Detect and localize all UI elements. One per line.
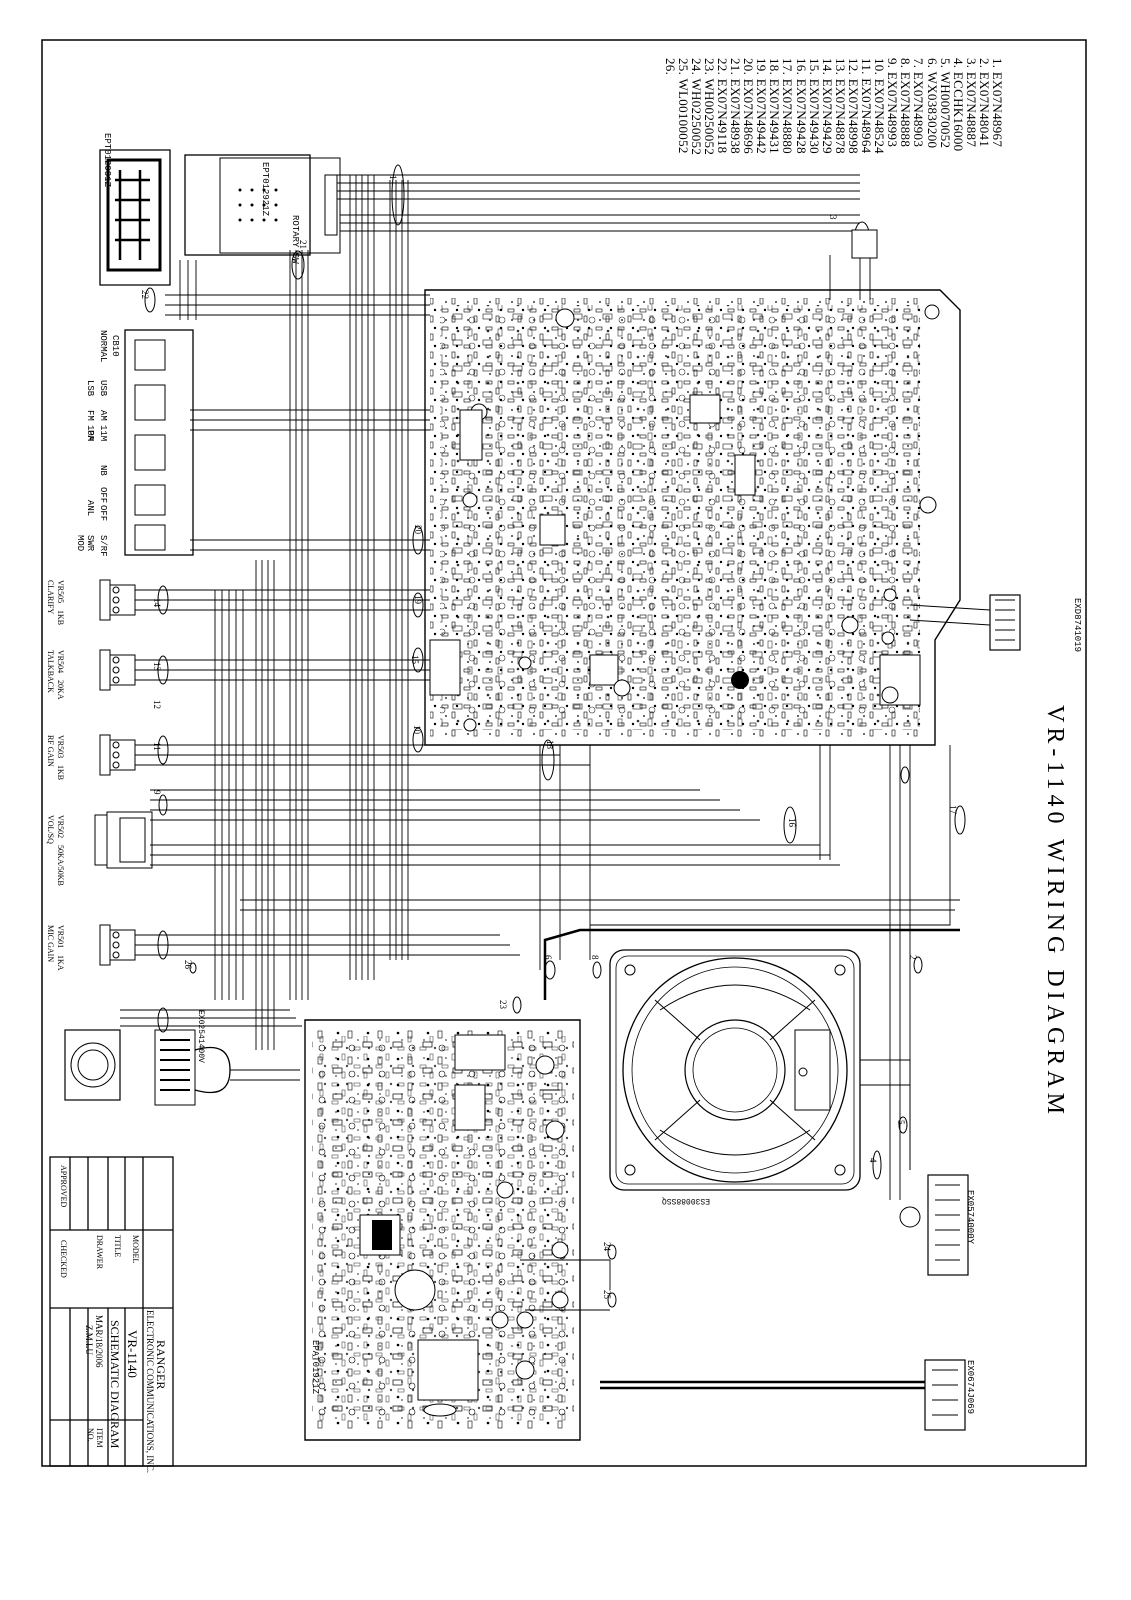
top-small-board-code: EPT012931Z <box>102 133 112 188</box>
speaker-code: ES30088SSQ <box>661 1196 710 1205</box>
wire-callout: 15 <box>410 655 420 664</box>
company-subname: ELECTRONIC COMMUNICATIONS, INC. <box>145 1310 155 1474</box>
wire-callout: 10 <box>412 725 422 734</box>
wire-callout: 5 <box>896 1120 906 1125</box>
switch-label: PA <box>85 430 95 441</box>
pot-vr505 <box>99 579 136 621</box>
antenna-connector-top <box>989 594 1021 651</box>
pot-value: 1KB <box>56 610 65 626</box>
switch-block <box>124 329 194 556</box>
model-value: VR-1140 <box>125 1330 140 1378</box>
connector-mid-code: EX0574000Y <box>965 1190 975 1245</box>
drawer-value: Z.M.LU <box>84 1325 94 1355</box>
rotary-sw-board-code: EPT012921Z <box>260 162 270 217</box>
wire-callout: 8 <box>590 955 600 960</box>
wire-callout: 4 <box>868 1158 878 1163</box>
switch-label: FM <box>85 410 95 421</box>
mic-connector-code: EX02541400V <box>196 1010 205 1063</box>
pot-value: 20KA <box>56 680 65 700</box>
drawer-label: DRAWER <box>95 1235 104 1270</box>
wire-callout: 6 <box>543 955 553 960</box>
wire-callout: 17 <box>948 805 958 814</box>
wire-callout: 9 <box>152 790 162 795</box>
item-no-label: ITEM NO. <box>86 1428 104 1448</box>
connector-bottom-code: EX0674J069 <box>965 1360 975 1415</box>
checked-label: CHECKED <box>59 1240 68 1278</box>
title-value: SCHEMATIC DIAGRAM <box>108 1320 122 1449</box>
wire-callout: 18 <box>545 740 555 749</box>
sheet-border <box>41 39 1087 1467</box>
bundle-markers <box>144 164 966 1308</box>
wire-callout: 21 <box>298 240 308 249</box>
top-small-board <box>99 149 171 286</box>
switch-label: OFF <box>98 505 108 522</box>
switch-label: SWR <box>85 535 95 552</box>
date-value: MAR/18/2006 <box>94 1315 104 1368</box>
wire-callout: 25 <box>602 1290 612 1299</box>
switch-label: MOD <box>75 535 85 552</box>
pot-name: MIC GAIN <box>46 925 55 963</box>
wire-callout: 12 <box>152 700 162 709</box>
pot-value: 1KA <box>56 955 65 971</box>
main-pcb <box>424 289 961 746</box>
switch-label: NB <box>98 465 108 476</box>
switch-label: S/RF <box>98 535 108 557</box>
pot-ref: VR501 <box>56 925 65 949</box>
pot-name: TALKBACK <box>46 650 55 693</box>
switch-block-title: CB10 <box>110 335 120 357</box>
connector-right-mid <box>899 1174 969 1276</box>
pot-ref: VR505 <box>56 580 65 604</box>
wire-callout: 3 <box>828 215 838 220</box>
pot-name: VOL/SQ <box>46 815 55 844</box>
title-label: TITLE <box>113 1235 122 1258</box>
mic-connector <box>64 1029 231 1106</box>
wire-callout: 1 <box>388 175 398 180</box>
switch-label: 11M <box>98 425 108 442</box>
connector-right-bottom <box>600 1359 966 1431</box>
pot-vr501 <box>99 924 136 966</box>
title-block-frame <box>49 1156 174 1467</box>
lower-pcb <box>304 1019 581 1441</box>
wire-callout: 20 <box>413 525 423 534</box>
pot-name: CLARIFY <box>46 580 55 615</box>
wire-callout: 22 <box>140 290 150 299</box>
wire-callout: 26 <box>183 960 193 969</box>
switch-label: AM <box>98 410 108 421</box>
approved-label: APPROVED <box>59 1165 68 1208</box>
company-name: RANGER <box>154 1340 168 1390</box>
switch-label: LSB <box>85 380 95 397</box>
pot-ref: VR503 <box>56 735 65 759</box>
heavy-cable <box>543 928 960 1000</box>
rotary-switch-board <box>184 154 341 256</box>
wire-callout: 24 <box>602 1242 612 1251</box>
antenna-connector-code: EXD8741019 <box>1072 598 1082 653</box>
switch-label: USB <box>98 380 108 397</box>
wire-callout: 11 <box>152 742 162 751</box>
lower-board-code: EPAT01921Z <box>310 1340 320 1395</box>
pot-ref: VR502 <box>56 815 65 839</box>
parts-list-item: 26. <box>662 58 678 76</box>
wire-callout: 2 <box>908 955 918 960</box>
pot-name: RF GAIN <box>46 735 55 767</box>
wire-harness <box>120 174 991 1311</box>
switch-label: OFF <box>98 487 108 504</box>
speaker <box>609 949 861 1191</box>
pot-vr502 <box>94 811 153 869</box>
wire-callout: 16 <box>787 818 797 827</box>
wire-callout: 23 <box>498 1000 508 1009</box>
model-label: MODEL <box>131 1235 140 1264</box>
pot-vr504 <box>99 649 136 691</box>
wire-callout: 19 <box>413 595 423 604</box>
pot-ref: VR504 <box>56 650 65 674</box>
diagram-title: VR-1140 WIRING DIAGRAM <box>1042 705 1068 1119</box>
pot-value: 50KA/50KB <box>56 845 65 886</box>
pot-vr503 <box>99 734 136 776</box>
switch-label: NORMAL <box>98 330 108 363</box>
pot-value: 1KB <box>56 765 65 781</box>
switch-label: ANL <box>85 500 95 517</box>
wire-callout: 14 <box>152 598 162 607</box>
wire-callout: 13 <box>152 662 162 671</box>
